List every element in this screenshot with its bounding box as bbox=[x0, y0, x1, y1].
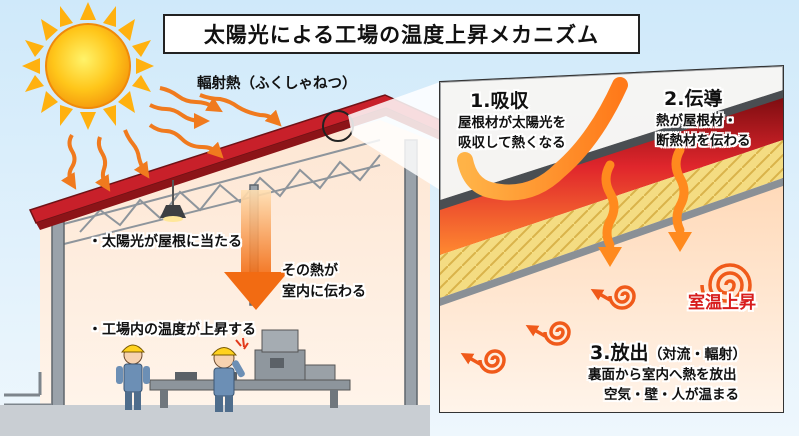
sun-ray-arrows bbox=[60, 86, 282, 192]
title-box: 太陽光による工場の温度上昇メカニズム bbox=[163, 14, 640, 54]
radiation-label: 輻射熱（ふくしゃねつ） bbox=[197, 76, 357, 92]
step-2-line-2: 断熱材を伝わる bbox=[656, 133, 751, 149]
detail-panel bbox=[439, 64, 784, 413]
note-roof-hit: ・太陽光が屋根に当たる bbox=[88, 234, 242, 250]
diagram-title: 太陽光による工場の温度上昇メカニズム bbox=[203, 23, 600, 47]
emission-arrows bbox=[460, 288, 611, 366]
step-3-heading-note: （対流・輻射） bbox=[648, 347, 747, 363]
sun-icon bbox=[22, 2, 154, 130]
step-3-heading-row: 3.放出（対流・輻射） bbox=[590, 338, 746, 365]
heat-down-arrow bbox=[224, 190, 288, 310]
lamp-icon bbox=[160, 180, 186, 222]
step-3-line-2: 空気・壁・人が温まる bbox=[604, 387, 739, 403]
heat-spiral-icon bbox=[478, 263, 752, 374]
worker-icon bbox=[210, 337, 249, 412]
step-3-line-1: 裏面から室内へ熱を放出 bbox=[588, 367, 737, 383]
note-heat-transfer-2: 室内に伝わる bbox=[282, 284, 366, 300]
step-3-heading: 3.放出 bbox=[590, 342, 649, 364]
roof-truss bbox=[59, 139, 381, 246]
step-1-line-2: 吸収して熱くなる bbox=[458, 135, 566, 151]
note-temp-rise: ・工場内の温度が上昇する bbox=[88, 322, 256, 338]
note-heat-transfer-1: その熱が bbox=[282, 263, 338, 279]
step-1-heading: 1.吸収 bbox=[470, 90, 529, 112]
conduction-arrows bbox=[601, 145, 689, 250]
step-2-heading: 2.伝導 bbox=[664, 88, 723, 110]
conduction-arrowheads bbox=[598, 232, 692, 267]
step-2-line-1: 熱が屋根材・ bbox=[656, 113, 737, 129]
absorb-wave-arrow bbox=[457, 77, 628, 201]
zoom-cone bbox=[348, 82, 440, 190]
room-temp-label: 室温上昇 bbox=[688, 293, 756, 313]
step-1-line-1: 屋根材が太陽光を bbox=[458, 115, 566, 131]
worker-icon bbox=[116, 344, 150, 410]
